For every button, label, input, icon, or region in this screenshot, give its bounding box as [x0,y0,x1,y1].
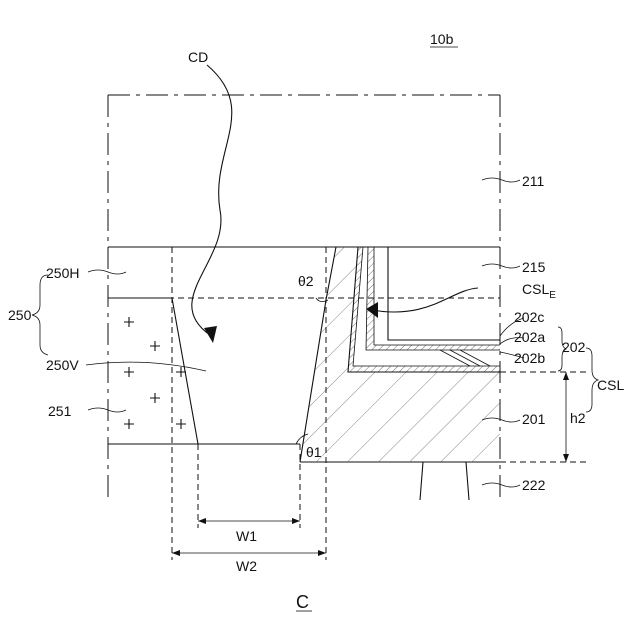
trapezoid-left-edge [108,298,198,444]
cd-arrow [192,65,232,335]
label-w1: W1 [236,528,257,544]
label-215: 215 [522,259,546,275]
cross-marks-251 [124,317,186,429]
label-202c: 202c [514,309,544,325]
cd-arrow-head [204,326,217,343]
label-250v: 250V [46,357,79,373]
dim-h2 [563,372,569,462]
label-222: 222 [522,477,546,493]
region-222-pillar [420,462,469,500]
label-250h: 250H [46,265,79,281]
label-202: 202 [562,339,586,355]
label-h2: h2 [570,410,586,426]
label-202a: 202a [514,329,545,345]
dim-w1 [198,518,300,524]
label-theta2: θ2 [298,273,314,289]
label-251: 251 [48,403,72,419]
label-csl: CSL [597,377,624,393]
figure-id-label: 10b [430,31,454,47]
label-211: 211 [522,173,545,189]
label-cd: CD [188,49,208,65]
label-theta1: θ1 [306,444,322,460]
label-201: 201 [522,411,546,427]
view-label: C [296,592,309,612]
dim-w2 [172,550,326,556]
label-w2: W2 [236,558,257,574]
label-csl-e: CSLE [522,281,556,301]
label-250: 250 [8,307,32,323]
label-202b: 202b [514,350,545,366]
